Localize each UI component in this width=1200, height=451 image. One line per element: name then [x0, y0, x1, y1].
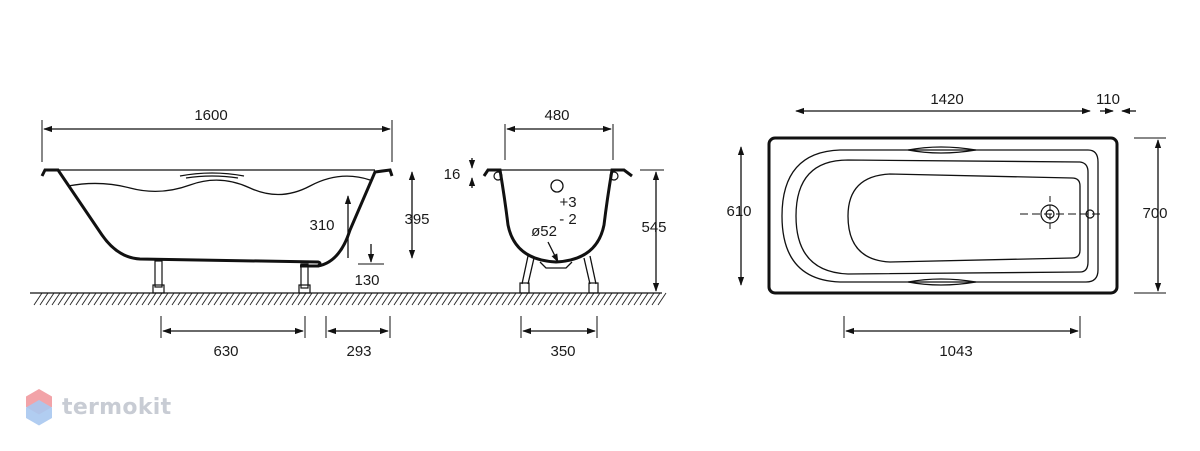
top-view-handles	[907, 146, 977, 286]
top-view: 1420 110 610 700 1043	[726, 91, 1167, 360]
dim-legs-offset: 293	[346, 343, 371, 360]
dim-overall-length: 1600	[194, 107, 227, 124]
dim-depth: 310	[309, 217, 334, 234]
dim-width: 610	[726, 203, 751, 220]
dim-rim-height: 395	[404, 211, 429, 228]
top-view-drain	[1020, 196, 1100, 232]
dim-rim-thickness: 16	[444, 166, 461, 183]
tolerance-minus: - 2	[559, 211, 577, 228]
drain-diameter: ø52	[531, 223, 557, 240]
side-view-rim-end	[317, 168, 394, 268]
end-view-legs	[519, 255, 599, 294]
side-view-handle	[179, 172, 245, 179]
dim-legs-spacing: 630	[213, 343, 238, 360]
dim-outer-width: 700	[1142, 205, 1167, 222]
dim-legs-width: 350	[550, 343, 575, 360]
dim-end-height: 545	[641, 219, 666, 236]
side-view: 1600 395 310 130 630 293	[40, 107, 430, 360]
top-view-basin	[781, 149, 1099, 283]
dim-edge: 110	[1096, 91, 1120, 108]
top-view-outer-rim	[767, 136, 1119, 295]
floor-hatching	[33, 292, 667, 306]
dim-end-width: 480	[544, 107, 569, 124]
end-view-tub-outline	[482, 168, 633, 264]
termokit-logo-text: termokit	[62, 394, 172, 420]
tolerance-plus: +3	[559, 194, 576, 211]
dim-gap: 130	[354, 272, 379, 289]
end-view: 480 16 545 +3 - 2 ø52 350	[444, 107, 667, 360]
floor-line	[30, 292, 667, 306]
dim-length-bottom: 1043	[939, 343, 972, 360]
side-view-legs	[152, 260, 311, 294]
dim-inner-length: 1420	[930, 91, 963, 108]
side-view-water-line	[67, 175, 371, 196]
termokit-logo: termokit	[24, 388, 171, 426]
end-view-overflow-hole	[550, 179, 564, 193]
termokit-logo-icon	[26, 389, 52, 426]
